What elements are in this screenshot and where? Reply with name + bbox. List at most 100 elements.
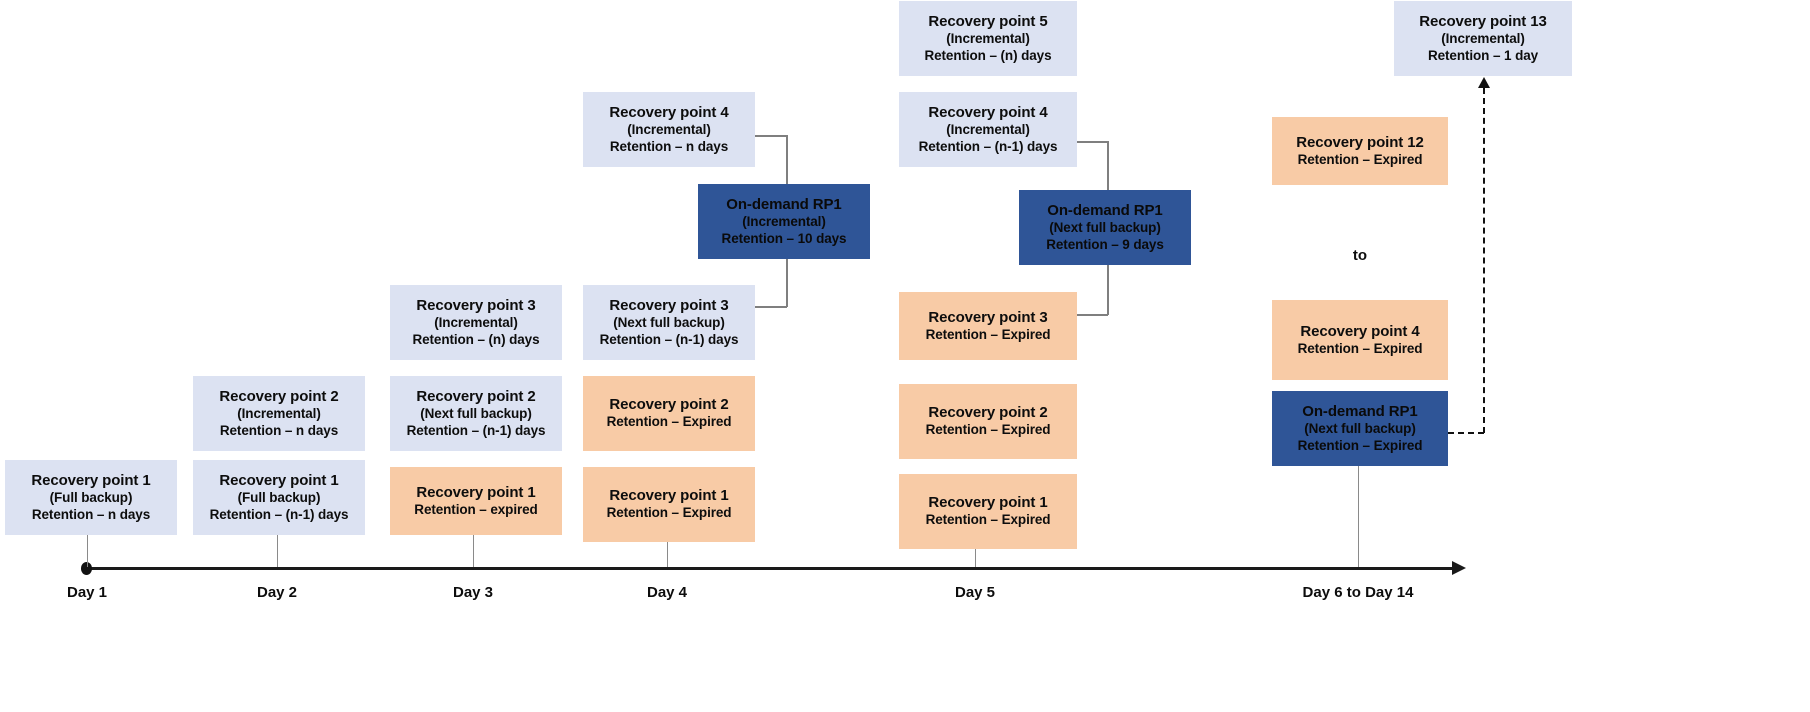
on-demand-box-day5: On-demand RP1 (Next full backup) Retenti… — [1019, 190, 1191, 265]
connector-day5-vertical-lower — [1107, 265, 1109, 315]
box-title: Recovery point 1 — [31, 471, 151, 489]
timeline-tick-day6 — [1358, 466, 1360, 567]
timeline-origin-dot-icon — [81, 562, 92, 575]
box-retention: Retention – 10 days — [721, 230, 847, 246]
box-subtitle: (Incremental) — [627, 122, 711, 138]
box-title: Recovery point 13 — [1419, 12, 1547, 30]
box-retention: Retention – Expired — [606, 414, 732, 430]
dashed-connector-vertical — [1483, 88, 1485, 433]
connector-day5-vertical-upper — [1107, 141, 1109, 191]
box-retention: Retention – Expired — [1297, 437, 1423, 453]
connector-day4-ondemand-to-rp3 — [755, 306, 787, 308]
timeline-label-day5: Day 5 — [954, 584, 996, 601]
connector-day4-rp4-to-ondemand — [755, 135, 787, 137]
recovery-point-box-day5-rp2: Recovery point 2 Retention – Expired — [899, 384, 1077, 459]
box-retention: Retention – Expired — [925, 512, 1051, 528]
timeline-axis — [86, 567, 1456, 570]
box-retention: Retention – (n-1) days — [599, 331, 739, 347]
connector-day4-vertical-lower — [786, 259, 788, 307]
box-title: Recovery point 2 — [609, 396, 729, 414]
box-retention: Retention – (n) days — [924, 47, 1052, 63]
recovery-point-box-day2-rp1: Recovery point 1 (Full backup) Retention… — [193, 460, 365, 535]
recovery-point-box-day4-rp4: Recovery point 4 (Incremental) Retention… — [583, 92, 755, 167]
timeline-tick-day2 — [277, 535, 279, 567]
box-title: On-demand RP1 — [726, 195, 842, 213]
timeline-label-day6: Day 6 to Day 14 — [1302, 584, 1414, 601]
box-retention: Retention – n days — [31, 506, 151, 522]
box-title: Recovery point 2 — [219, 387, 339, 405]
box-subtitle: (Incremental) — [1441, 31, 1525, 47]
box-subtitle: (Full backup) — [49, 490, 133, 506]
box-retention: Retention – Expired — [1297, 340, 1423, 356]
box-title: Recovery point 1 — [416, 483, 536, 501]
box-retention: Retention – Expired — [925, 422, 1051, 438]
box-title: Recovery point 12 — [1296, 133, 1424, 151]
timeline-tick-day5 — [975, 549, 977, 567]
timeline-axis-arrow-icon — [1452, 561, 1466, 575]
box-subtitle: (Next full backup) — [1049, 220, 1161, 236]
recovery-point-box-day5-rp4: Recovery point 4 (Incremental) Retention… — [899, 92, 1077, 167]
dashed-connector-horizontal — [1448, 432, 1484, 434]
box-title: On-demand RP1 — [1302, 402, 1418, 420]
box-retention: Retention – (n) days — [412, 331, 540, 347]
timeline-label-day4: Day 4 — [646, 584, 688, 601]
box-retention: Retention – (n-1) days — [918, 138, 1058, 154]
box-subtitle: (Incremental) — [742, 214, 826, 230]
timeline-label-day2: Day 2 — [256, 584, 298, 601]
box-subtitle: (Incremental) — [946, 122, 1030, 138]
box-title: Recovery point 1 — [609, 487, 729, 505]
box-subtitle: (Next full backup) — [613, 315, 725, 331]
box-title: Recovery point 1 — [219, 471, 339, 489]
recovery-point-box-day5-rp1: Recovery point 1 Retention – Expired — [899, 474, 1077, 549]
recovery-point-box-day3-rp1: Recovery point 1 Retention – expired — [390, 467, 562, 535]
recovery-point-box-day4-rp2: Recovery point 2 Retention – Expired — [583, 376, 755, 451]
box-title: Recovery point 3 — [416, 296, 536, 314]
box-subtitle: (Full backup) — [237, 490, 321, 506]
box-title: Recovery point 1 — [928, 494, 1048, 512]
recovery-point-box-day4-rp3: Recovery point 3 (Next full backup) Rete… — [583, 285, 755, 360]
box-retention: Retention – expired — [414, 501, 538, 517]
recovery-point-box-day6-rp12: Recovery point 12 Retention – Expired — [1272, 117, 1448, 185]
box-retention: Retention – 9 days — [1046, 236, 1164, 252]
box-subtitle: (Incremental) — [237, 406, 321, 422]
timeline-tick-day1 — [87, 535, 89, 567]
recovery-point-box-day6-rp4: Recovery point 4 Retention – Expired — [1272, 300, 1448, 380]
recovery-point-box-day5-rp5: Recovery point 5 (Incremental) Retention… — [899, 1, 1077, 76]
timeline-label-day3: Day 3 — [452, 584, 494, 601]
box-title: Recovery point 3 — [928, 308, 1048, 326]
box-retention: Retention – 1 day — [1427, 47, 1539, 63]
recovery-point-box-day1-rp1: Recovery point 1 (Full backup) Retention… — [5, 460, 177, 535]
box-title: Recovery point 2 — [416, 387, 536, 405]
on-demand-box-day4: On-demand RP1 (Incremental) Retention – … — [698, 184, 870, 259]
recovery-point-box-day5-rp3: Recovery point 3 Retention – Expired — [899, 292, 1077, 360]
box-subtitle: (Next full backup) — [1304, 421, 1416, 437]
timeline-label-day1: Day 1 — [66, 584, 108, 601]
box-subtitle: (Incremental) — [434, 315, 518, 331]
range-ellipsis-label: to — [1352, 247, 1368, 264]
box-subtitle: (Next full backup) — [420, 406, 532, 422]
box-title: Recovery point 3 — [609, 296, 729, 314]
box-title: Recovery point 4 — [609, 103, 729, 121]
box-title: Recovery point 4 — [928, 103, 1048, 121]
box-retention: Retention – n days — [219, 422, 339, 438]
box-title: Recovery point 4 — [1300, 322, 1420, 340]
box-retention: Retention – (n-1) days — [406, 422, 546, 438]
box-retention: Retention – Expired — [925, 326, 1051, 342]
connector-day5-rp4-to-ondemand — [1077, 141, 1108, 143]
recovery-point-box-day3-rp2: Recovery point 2 (Next full backup) Rete… — [390, 376, 562, 451]
box-retention: Retention – (n-1) days — [209, 506, 349, 522]
box-title: Recovery point 5 — [928, 12, 1048, 30]
on-demand-box-day6: On-demand RP1 (Next full backup) Retenti… — [1272, 391, 1448, 466]
recovery-point-box-day4-rp1: Recovery point 1 Retention – Expired — [583, 467, 755, 542]
box-title: On-demand RP1 — [1047, 201, 1163, 219]
box-subtitle: (Incremental) — [946, 31, 1030, 47]
connector-day4-vertical-upper — [786, 135, 788, 185]
connector-day5-ondemand-to-rp3 — [1077, 314, 1108, 316]
timeline-tick-day3 — [473, 535, 475, 567]
dashed-connector-arrowhead-icon — [1478, 77, 1490, 88]
recovery-point-box-day2-rp2: Recovery point 2 (Incremental) Retention… — [193, 376, 365, 451]
recovery-point-box-day6-rp13: Recovery point 13 (Incremental) Retentio… — [1394, 1, 1572, 76]
timeline-tick-day4 — [667, 542, 669, 567]
box-retention: Retention – Expired — [1297, 151, 1423, 167]
